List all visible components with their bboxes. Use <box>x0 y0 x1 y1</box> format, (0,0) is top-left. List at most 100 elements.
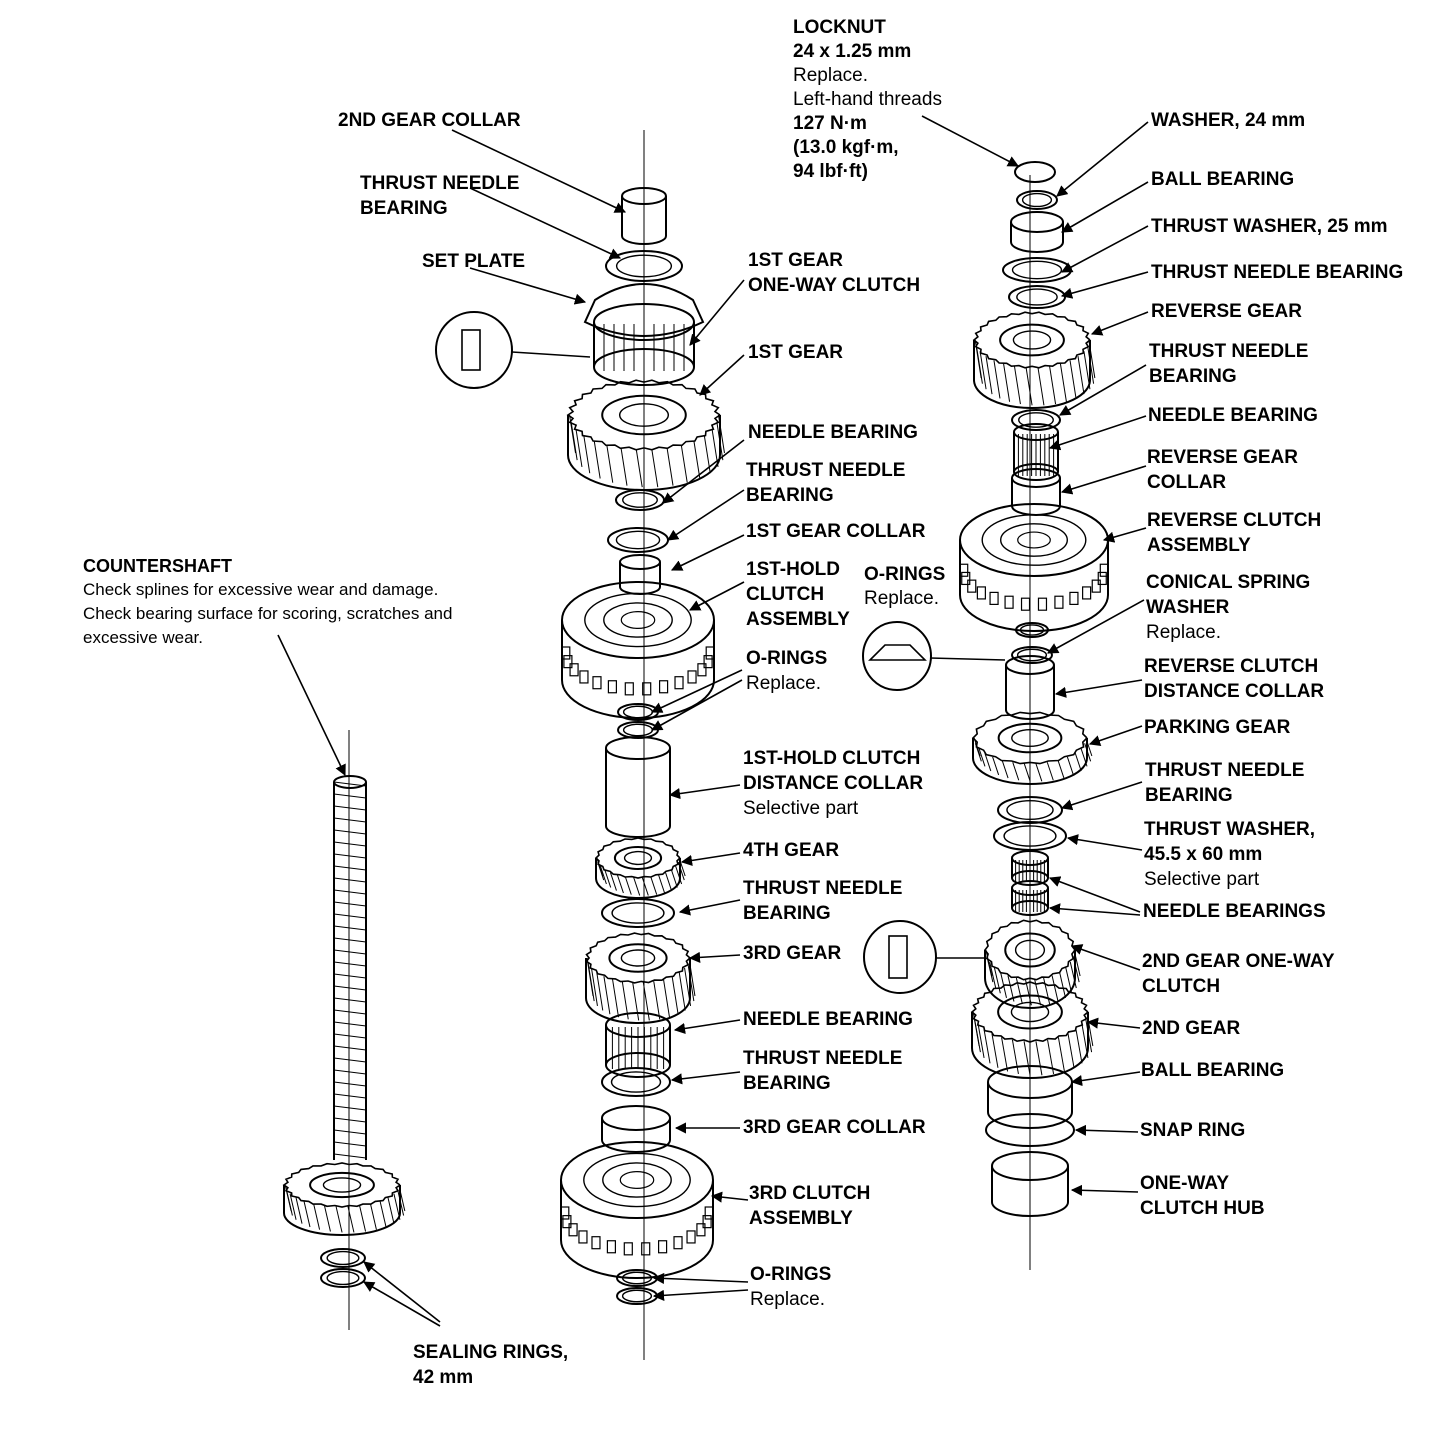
second-gear-one-way-clutch-part-hatch <box>1059 971 1066 998</box>
reverse-gear-part-hatch <box>1059 363 1067 402</box>
leader-line <box>1060 271 1149 299</box>
third-gear-part-hatch <box>590 967 598 1007</box>
first-hold-clutch-part-slot <box>642 682 652 696</box>
countershaft-spline <box>333 1153 367 1159</box>
countershaft-spline <box>333 805 367 811</box>
countershaft-gear-part-hatch <box>323 1205 331 1232</box>
leader-line <box>469 267 587 305</box>
label-conical-spring-washer: CONICAL SPRING WASHER Replace. <box>1146 572 1311 643</box>
label-thrust-needle-bearing-r2: THRUST NEEDLE BEARING <box>1149 341 1309 387</box>
second-gear-one-way-clutch-part-bore <box>1014 939 1046 961</box>
label-one-way-clutch-hub: ONE-WAY CLUTCH HUB <box>1140 1173 1265 1219</box>
label-parking-gear: PARKING GEAR <box>1144 717 1291 738</box>
needle-bearing-1-part-inner <box>622 492 658 508</box>
sealing-ring-1-part-outer <box>320 1248 366 1268</box>
third-gear-part-hatch <box>684 967 692 1007</box>
second-gear-one-way-clutch-part-hatch <box>1069 961 1077 989</box>
ball-bearing-top-part-body <box>1010 222 1064 253</box>
thrust-needle-bearing-1-part-inner <box>615 530 661 550</box>
countershaft-spline <box>333 949 367 955</box>
third-gear-part-bore <box>620 949 656 967</box>
fourth-gear-part-hatch <box>599 865 607 885</box>
label-thrust-needle-bearing-3: THRUST NEEDLE BEARING <box>743 1048 903 1094</box>
fourth-gear-part-hatch <box>609 872 617 891</box>
leader-line <box>1048 415 1147 451</box>
parking-gear-part-hatch <box>974 743 982 762</box>
leader-line <box>652 1289 749 1301</box>
reverse-gear-part-hatch <box>985 356 993 395</box>
label-third-gear-collar: 3RD GEAR COLLAR <box>743 1117 926 1138</box>
label-first-hold-clutch-assembly: 1ST-HOLD CLUTCH ASSEMBLY <box>746 559 850 630</box>
third-clutch-part-slot <box>568 1223 578 1237</box>
second-gear-part-side <box>971 1012 1089 1079</box>
label-reverse-clutch-assembly: REVERSE CLUTCH ASSEMBLY <box>1147 510 1322 556</box>
countershaft-spline <box>333 1021 367 1027</box>
second-gear-part-hatch <box>1081 1023 1089 1059</box>
second-gear-one-way-clutch-part-hatch <box>1043 977 1051 1005</box>
reverse-gear-part-hatch <box>1087 345 1095 384</box>
leader-line <box>1066 834 1143 851</box>
countershaft-gear-part-teeth <box>282 1162 401 1208</box>
leader-line <box>1047 599 1145 654</box>
leader-line <box>670 1071 741 1085</box>
reverse-gear-part-hatch <box>1025 367 1033 406</box>
leader-line <box>1056 121 1149 197</box>
third-clutch-part-slot <box>562 1215 572 1229</box>
detail-roller-1 <box>461 329 481 371</box>
parking-gear-part-hatch <box>1066 756 1074 776</box>
leader-line <box>1060 781 1143 811</box>
ball-bearing-bottom-part-body <box>987 1082 1073 1129</box>
label-thrust-washer-25: THRUST WASHER, 25 mm <box>1151 216 1388 237</box>
reverse-gear-part-hatch <box>1088 339 1096 379</box>
label-reverse-gear: REVERSE GEAR <box>1151 301 1302 322</box>
label-snap-ring: SNAP RING <box>1140 1120 1246 1141</box>
leader-line <box>699 354 745 396</box>
reverse-gear-part-hatch <box>1003 363 1011 402</box>
first-hold-clutch-part-plate <box>584 592 692 648</box>
first-gear-collar-part-top <box>619 554 661 570</box>
third-clutch-part-slot <box>606 1240 616 1254</box>
thrust-needle-bearing-r2-part-outer <box>1011 409 1061 431</box>
first-hold-clutch-part-slot <box>687 670 697 684</box>
label-countershaft: COUNTERSHAFT Check splines for excessive… <box>83 556 453 647</box>
leader-line <box>688 951 741 963</box>
parking-gear-part-hatch <box>1001 759 1009 779</box>
second-gear-one-way-clutch-part-side <box>984 950 1076 1009</box>
first-hold-clutch-part-slot <box>563 655 573 669</box>
third-gear-collar-part-top <box>601 1105 671 1131</box>
third-clutch-part-slot <box>658 1240 668 1254</box>
parking-gear-part-hatch <box>1035 763 1043 782</box>
third-gear-part-teeth <box>585 932 691 984</box>
thrust-needle-bearing-r3-part-inner <box>1006 799 1054 821</box>
countershaft-gear-part-hatch <box>295 1197 303 1224</box>
third-gear-part-hatch <box>678 972 686 1011</box>
label-set-plate: SET PLATE <box>422 251 526 272</box>
sealing-ring-2-part-inner <box>326 1270 360 1286</box>
second-gear-one-way-clutch-part-hub <box>1004 932 1056 968</box>
thrust-needle-bearing-top-part-outer <box>605 250 683 282</box>
third-clutch-part-bore <box>619 1171 655 1189</box>
countershaft-spline <box>333 961 367 967</box>
countershaft-gear-part-hatch <box>347 1206 355 1233</box>
label-reverse-gear-collar: REVERSE GEAR COLLAR <box>1147 447 1298 493</box>
reverse-gear-part-hatch <box>1013 366 1021 405</box>
second-gear-part-hatch <box>1085 1018 1093 1053</box>
parking-gear-part-hatch <box>1084 743 1092 762</box>
countershaft-spline <box>333 1141 367 1147</box>
thrust-needle-bearing-top-part-inner <box>615 254 673 278</box>
first-hold-clutch-part-slot <box>561 646 571 660</box>
o-ring-3-part-inner <box>621 1271 653 1285</box>
second-gear-part-hatch <box>977 1023 985 1059</box>
fourth-gear-part-hatch <box>665 872 673 891</box>
reverse-clutch-part-slot <box>959 563 969 577</box>
reverse-clutch-part-slot <box>967 579 977 593</box>
third-gear-part-hatch <box>587 963 595 1002</box>
reverse-gear-part-hatch <box>975 345 983 384</box>
reverse-gear-part-hatch <box>1049 366 1057 405</box>
leader-line <box>1048 903 1141 916</box>
leader-line <box>921 115 1019 167</box>
leader-line <box>1070 1071 1141 1087</box>
countershaft-spline <box>333 829 367 835</box>
countershaft-gear-part-hatch <box>289 1193 297 1220</box>
reverse-gear-part-hatch <box>993 360 1001 399</box>
